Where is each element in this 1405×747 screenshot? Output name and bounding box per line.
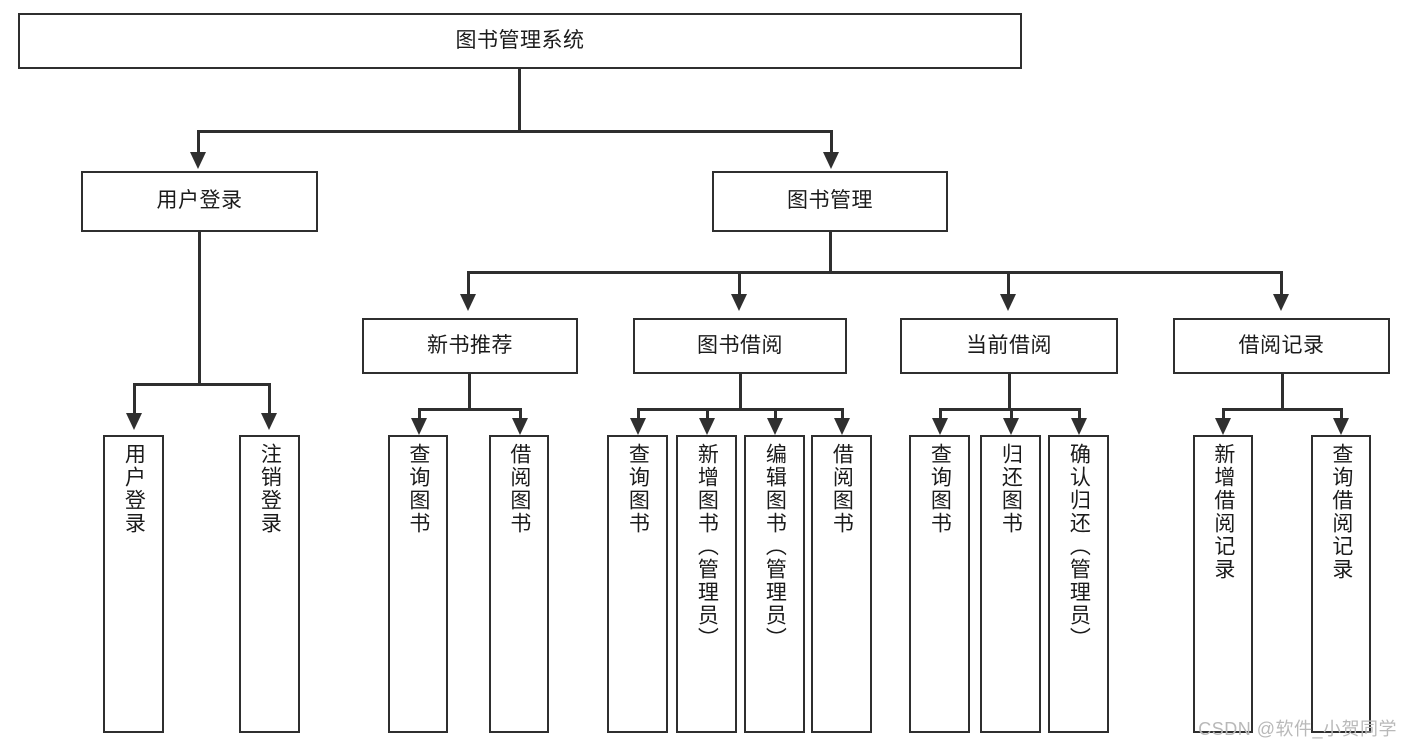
connector-book-borrow-bus: [637, 408, 843, 411]
node-label: 图书管理: [787, 189, 873, 213]
connector-book-management-bus: [467, 271, 1283, 274]
leaf-new-book-borrow-book[interactable]: 借阅图书: [489, 435, 549, 733]
connector-book-management-stem: [829, 232, 832, 273]
arrowhead-root-to-user-login: [190, 152, 206, 169]
arrowhead-borrow-record-to-leaf-0: [1215, 418, 1231, 435]
connector-book-borrow-to-leaf-3: [841, 408, 844, 423]
connector-root-bus: [197, 130, 833, 133]
leaf-book-borrow-query-book[interactable]: 查询图书: [607, 435, 668, 733]
node-label: 查询图书: [626, 443, 650, 535]
leaf-current-borrow-query-book[interactable]: 查询图书: [909, 435, 970, 733]
node-root-book-management-system[interactable]: 图书管理系统: [18, 13, 1022, 69]
connector-new-book-stem: [468, 374, 471, 410]
arrowhead-current-borrow-to-leaf-1: [1003, 418, 1019, 435]
node-label: 查询图书: [928, 443, 952, 535]
node-label: 当前借阅: [966, 333, 1052, 357]
node-label: 借阅记录: [1238, 333, 1325, 357]
arrowhead-book-borrow-to-leaf-3: [834, 418, 850, 435]
leaf-user-login-login[interactable]: 用户登录: [103, 435, 164, 733]
node-label: 新增图书（管理员）: [695, 443, 719, 650]
node-user-login[interactable]: 用户登录: [81, 171, 318, 232]
node-label: 查询借阅记录: [1329, 443, 1353, 581]
connector-borrow-record-stem: [1281, 374, 1284, 410]
connector-user-login-to-leaf-0: [133, 383, 136, 416]
node-label: 借阅图书: [830, 443, 854, 535]
arrowhead-new-book-to-leaf-0: [411, 418, 427, 435]
node-label: 借阅图书: [507, 443, 531, 535]
arrowhead-book-borrow-to-leaf-2: [767, 418, 783, 435]
arrowhead-book-borrow-to-leaf-0: [630, 418, 646, 435]
connector-bm-to-borrow-record: [1280, 271, 1283, 297]
node-label: 用户登录: [122, 443, 146, 535]
connector-book-borrow-to-leaf-2: [774, 408, 777, 423]
connector-user-login-stem: [198, 232, 201, 385]
arrowhead-current-borrow-to-leaf-2: [1071, 418, 1087, 435]
connector-current-borrow-to-leaf-1: [1010, 408, 1013, 423]
arrowhead-borrow-record-to-leaf-1: [1333, 418, 1349, 435]
leaf-borrow-record-query-record[interactable]: 查询借阅记录: [1311, 435, 1371, 733]
connector-borrow-record-bus: [1222, 408, 1342, 411]
leaf-book-borrow-edit-book-admin[interactable]: 编辑图书（管理员）: [744, 435, 805, 733]
connector-current-borrow-to-leaf-0: [939, 408, 942, 423]
node-label: 注销登录: [258, 443, 282, 535]
arrowhead-bm-to-borrow-record: [1273, 294, 1289, 311]
node-label: 图书管理系统: [455, 28, 585, 52]
leaf-book-borrow-add-book-admin[interactable]: 新增图书（管理员）: [676, 435, 737, 733]
connector-borrow-record-to-leaf-0: [1222, 408, 1225, 423]
node-book-borrow[interactable]: 图书借阅: [633, 318, 847, 374]
connector-root-to-user-login: [197, 130, 200, 155]
arrowhead-new-book-to-leaf-1: [512, 418, 528, 435]
connector-book-borrow-to-leaf-1: [706, 408, 709, 423]
arrowhead-bm-to-current-borrow: [1000, 294, 1016, 311]
connector-new-book-to-leaf-1: [519, 408, 522, 423]
connector-bm-to-book-borrow: [738, 271, 741, 297]
arrowhead-current-borrow-to-leaf-0: [932, 418, 948, 435]
leaf-borrow-record-add-record[interactable]: 新增借阅记录: [1193, 435, 1253, 733]
node-label: 编辑图书（管理员）: [763, 443, 787, 650]
leaf-user-login-logout[interactable]: 注销登录: [239, 435, 300, 733]
node-borrow-record[interactable]: 借阅记录: [1173, 318, 1390, 374]
arrowhead-bm-to-book-borrow: [731, 294, 747, 311]
connector-bm-to-current-borrow: [1007, 271, 1010, 297]
connector-root-to-book-management: [830, 130, 833, 155]
connector-borrow-record-to-leaf-1: [1340, 408, 1343, 423]
node-label: 图书借阅: [697, 333, 783, 357]
node-label: 新增借阅记录: [1211, 443, 1235, 581]
connector-current-borrow-stem: [1008, 374, 1011, 410]
node-label: 新书推荐: [427, 333, 513, 357]
node-new-book-recommend[interactable]: 新书推荐: [362, 318, 578, 374]
leaf-current-borrow-confirm-return-admin[interactable]: 确认归还（管理员）: [1048, 435, 1109, 733]
node-current-borrow[interactable]: 当前借阅: [900, 318, 1118, 374]
connector-user-login-to-leaf-1: [268, 383, 271, 416]
node-label: 确认归还（管理员）: [1067, 443, 1091, 650]
node-label: 用户登录: [156, 189, 243, 213]
arrowhead-root-to-book-management: [823, 152, 839, 169]
arrowhead-user-login-to-leaf-0: [126, 413, 142, 430]
connector-bm-to-new-book: [467, 271, 470, 297]
node-label: 查询图书: [406, 443, 430, 535]
connector-user-login-bus: [133, 383, 271, 386]
node-book-management[interactable]: 图书管理: [712, 171, 948, 232]
connector-book-borrow-to-leaf-0: [637, 408, 640, 423]
leaf-current-borrow-return-book[interactable]: 归还图书: [980, 435, 1041, 733]
arrowhead-bm-to-new-book: [460, 294, 476, 311]
connector-book-borrow-stem: [739, 374, 742, 410]
arrowhead-book-borrow-to-leaf-1: [699, 418, 715, 435]
leaf-book-borrow-borrow-book[interactable]: 借阅图书: [811, 435, 872, 733]
connector-current-borrow-to-leaf-2: [1078, 408, 1081, 423]
connector-root-stem: [518, 69, 521, 132]
arrowhead-user-login-to-leaf-1: [261, 413, 277, 430]
connector-new-book-bus: [418, 408, 522, 411]
connector-new-book-to-leaf-0: [418, 408, 421, 423]
csdn-watermark: CSDN @软件_小贺同学: [1198, 719, 1397, 739]
leaf-new-book-query-book[interactable]: 查询图书: [388, 435, 448, 733]
node-label: 归还图书: [999, 443, 1023, 535]
